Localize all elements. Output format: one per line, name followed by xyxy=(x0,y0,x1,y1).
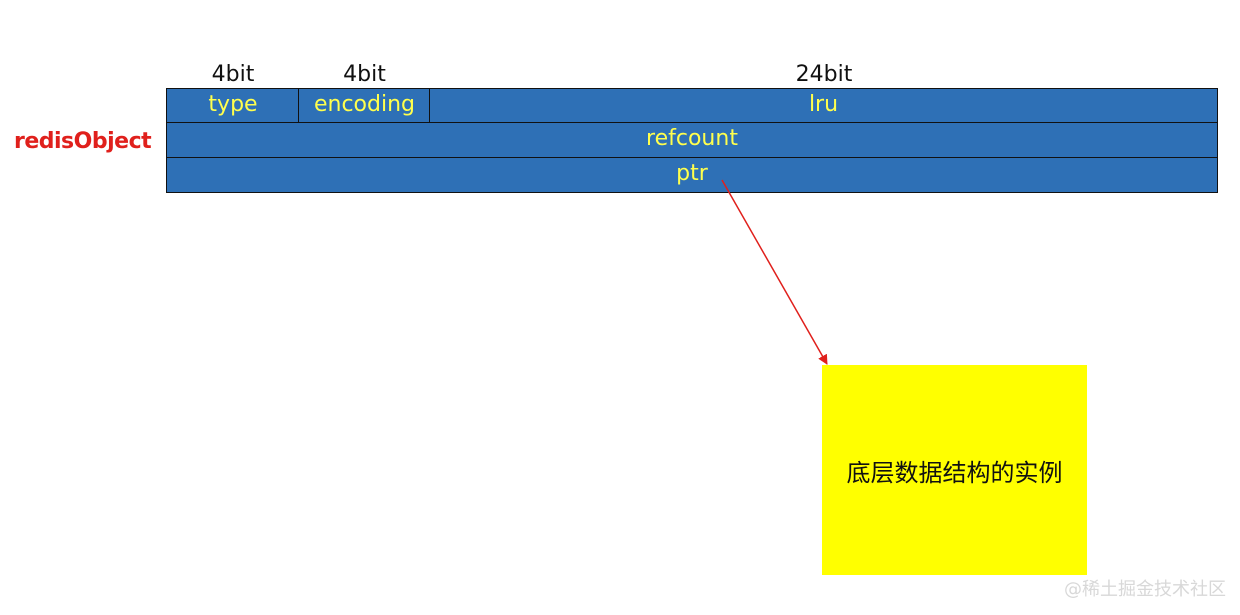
underlying-data-structure-box: 底层数据结构的实例 xyxy=(822,365,1087,575)
encoding-bit-width-label: 4bit xyxy=(343,62,386,87)
encoding-field: encoding xyxy=(298,88,431,124)
underlying-data-structure-label: 底层数据结构的实例 xyxy=(846,458,1063,487)
ptr-field: ptr xyxy=(166,157,1218,193)
watermark: @稀土掘金技术社区 xyxy=(1064,579,1226,600)
type-field: type xyxy=(166,88,300,124)
redis-object-label: redisObject xyxy=(14,129,152,154)
refcount-field: refcount xyxy=(166,122,1218,158)
lru-field: lru xyxy=(429,88,1218,124)
lru-bit-width-label: 24bit xyxy=(795,62,853,87)
type-bit-width-label: 4bit xyxy=(211,62,255,87)
ptr-arrow-line xyxy=(721,179,828,365)
